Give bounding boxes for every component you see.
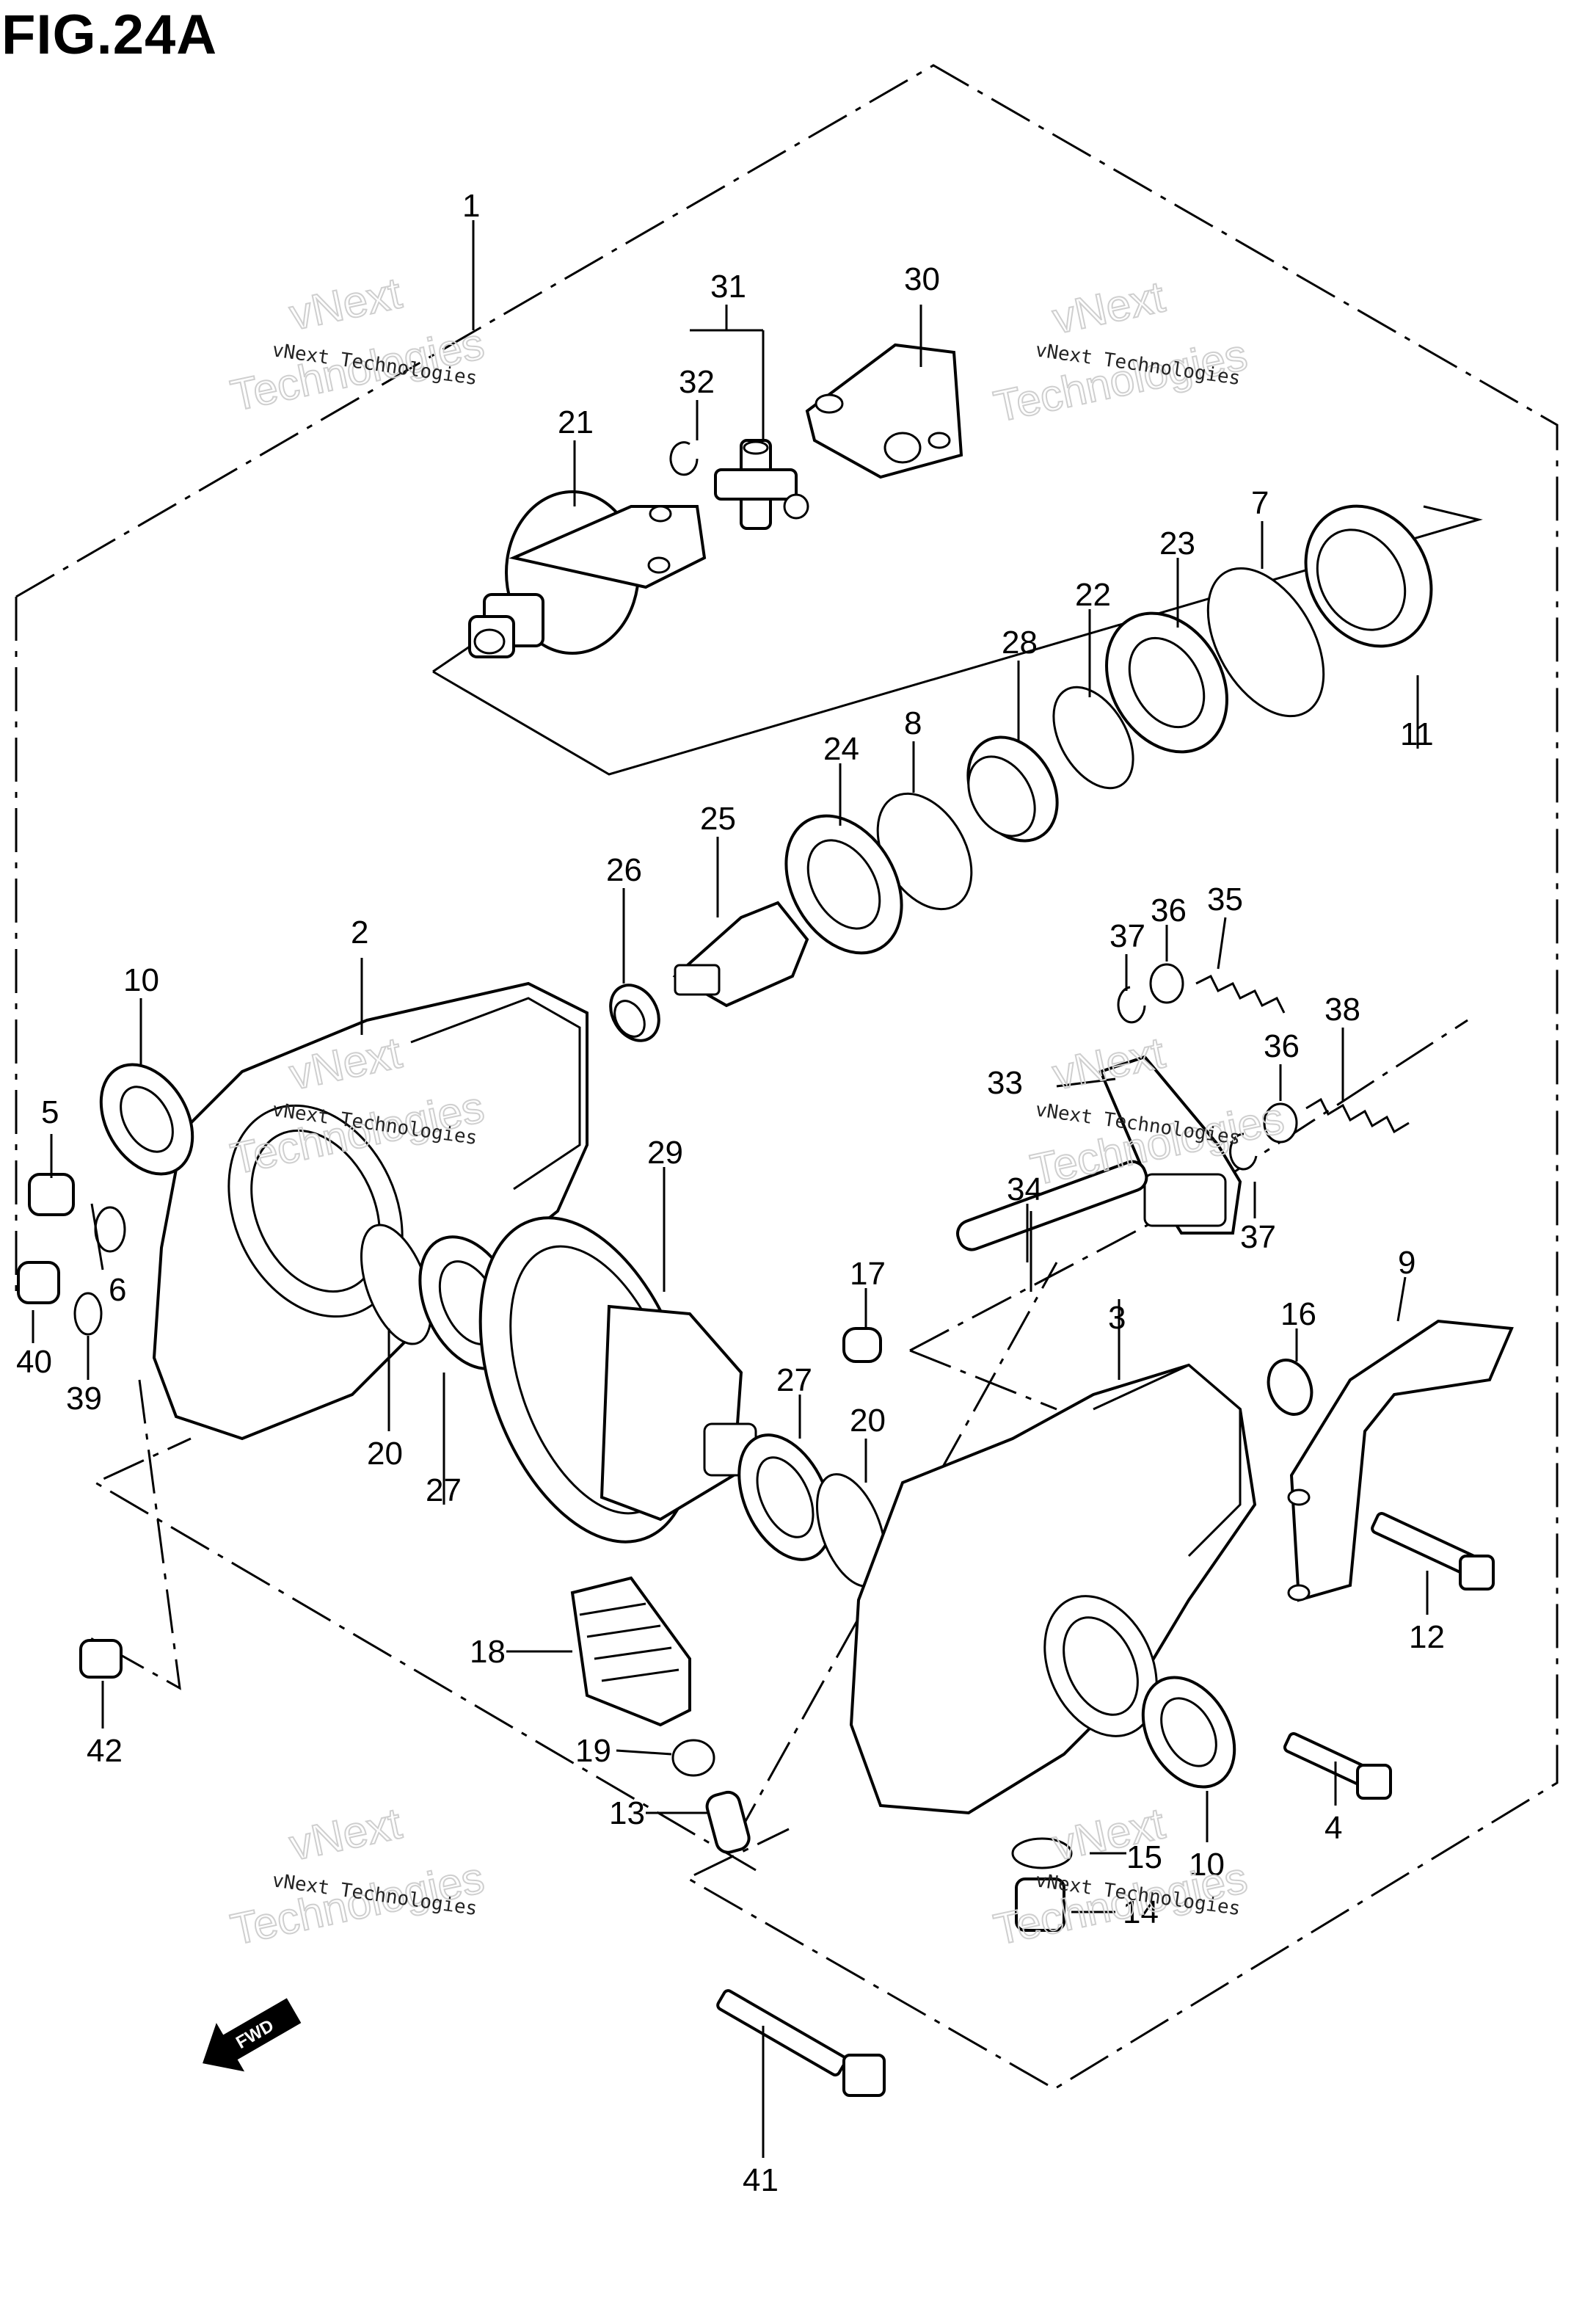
shift-shaft-34-part xyxy=(956,1160,1148,1251)
label-27b: 27 xyxy=(776,1362,812,1398)
oil-seal-10-left-part xyxy=(99,1063,194,1176)
label-8: 8 xyxy=(904,705,922,741)
label-19: 19 xyxy=(575,1733,611,1769)
label-14: 14 xyxy=(1123,1894,1159,1930)
oil-seal-11-part xyxy=(1304,504,1433,648)
label-15: 15 xyxy=(1126,1839,1162,1875)
bearing-23-part xyxy=(1105,611,1228,754)
label-20b: 20 xyxy=(850,1403,886,1439)
shift-fork-33-part xyxy=(1098,1055,1242,1235)
oil-seal-10-right-part xyxy=(1141,1676,1236,1789)
nut-42-part xyxy=(79,1639,123,1679)
watermark-small: vNext xyxy=(1049,272,1169,343)
label-28: 28 xyxy=(1002,625,1038,661)
label-25: 25 xyxy=(700,801,736,837)
washer-39-part xyxy=(73,1292,103,1336)
label-23: 23 xyxy=(1159,526,1195,561)
drain-plug-14-part xyxy=(1015,1877,1065,1932)
spacer-17-part xyxy=(842,1327,882,1363)
circlip-37-lower-part xyxy=(1229,1133,1258,1171)
bearing-16-part xyxy=(1267,1359,1313,1416)
label-2: 2 xyxy=(351,915,368,950)
yoke-flange-part xyxy=(805,343,963,479)
bearing-27-right-part xyxy=(737,1433,833,1561)
label-36b: 36 xyxy=(1264,1028,1300,1064)
label-40: 40 xyxy=(16,1344,52,1380)
label-17: 17 xyxy=(850,1256,886,1292)
label-31: 31 xyxy=(710,269,746,305)
label-36a: 36 xyxy=(1151,893,1187,928)
spring-38-part xyxy=(1305,1097,1410,1134)
ring-gear-29-part xyxy=(478,1216,757,1544)
bearing-24-part xyxy=(784,814,903,955)
washer-6-part xyxy=(94,1206,126,1253)
snap-ring-7-part xyxy=(1206,567,1325,718)
label-38: 38 xyxy=(1324,992,1360,1028)
label-42: 42 xyxy=(87,1733,123,1769)
boot-18-part xyxy=(570,1576,691,1727)
label-18: 18 xyxy=(470,1634,506,1670)
label-35: 35 xyxy=(1207,881,1243,917)
label-9: 9 xyxy=(1398,1245,1415,1281)
label-12: 12 xyxy=(1409,1619,1445,1655)
label-21: 21 xyxy=(558,404,594,440)
leader-lines xyxy=(32,220,1429,2158)
fwd-arrow-icon: FWD xyxy=(203,1998,302,2072)
label-22: 22 xyxy=(1075,577,1111,613)
companion-flange-part xyxy=(468,490,707,658)
label-10b: 10 xyxy=(1189,1847,1225,1883)
label-13: 13 xyxy=(609,1795,645,1831)
bolt-4-part xyxy=(1283,1731,1392,1800)
drive-pinion-25-part xyxy=(672,901,809,1008)
watermark-small: vNext xyxy=(285,268,406,339)
label-1: 1 xyxy=(462,188,480,224)
carrier-3-part xyxy=(849,1363,1257,1815)
label-41: 41 xyxy=(743,2162,779,2198)
label-7: 7 xyxy=(1251,485,1269,521)
label-39: 39 xyxy=(66,1381,102,1417)
label-16: 16 xyxy=(1280,1296,1316,1332)
label-5: 5 xyxy=(41,1094,59,1130)
spring-35-part xyxy=(1195,974,1286,1014)
figure-title: FIG.24A xyxy=(1,4,218,66)
bearing-26-part xyxy=(609,984,660,1042)
label-11: 11 xyxy=(1400,716,1434,752)
plug-5-part xyxy=(28,1173,75,1216)
watermark-small: vNext xyxy=(285,1798,406,1869)
label-20a: 20 xyxy=(367,1436,403,1472)
circlip-37-upper-part xyxy=(1117,986,1146,1024)
part-number-labels: 1 2 3 4 5 6 7 8 9 10 10 11 12 13 14 15 1… xyxy=(16,188,1445,2198)
bracket-9-part xyxy=(1287,1319,1514,1602)
universal-joint-part xyxy=(669,439,809,530)
housing-2-part xyxy=(152,981,589,1441)
ball-36-lower-part xyxy=(1263,1102,1298,1144)
label-32: 32 xyxy=(679,364,715,400)
label-37a: 37 xyxy=(1109,918,1145,954)
plug-40-part xyxy=(17,1261,60,1304)
label-27a: 27 xyxy=(426,1472,462,1508)
bearing-28-part xyxy=(966,735,1059,843)
label-10a: 10 xyxy=(123,962,159,998)
breather-13-part xyxy=(705,1790,751,1854)
label-33: 33 xyxy=(987,1065,1023,1101)
label-37b: 37 xyxy=(1240,1219,1276,1255)
label-29: 29 xyxy=(647,1135,683,1171)
label-34: 34 xyxy=(1007,1171,1043,1207)
label-6: 6 xyxy=(109,1272,126,1308)
label-24: 24 xyxy=(823,731,859,767)
label-30: 30 xyxy=(904,261,940,297)
bolt-12-part xyxy=(1371,1511,1495,1591)
snap-ring-22-part xyxy=(1052,686,1134,790)
bolt-41-part xyxy=(716,1989,886,2097)
clamp-19-part xyxy=(671,1739,715,1777)
ball-36-upper-part xyxy=(1149,963,1184,1004)
label-26: 26 xyxy=(606,852,642,888)
washer-15-part xyxy=(1011,1837,1073,1869)
label-3: 3 xyxy=(1108,1300,1126,1336)
label-4: 4 xyxy=(1324,1810,1342,1846)
